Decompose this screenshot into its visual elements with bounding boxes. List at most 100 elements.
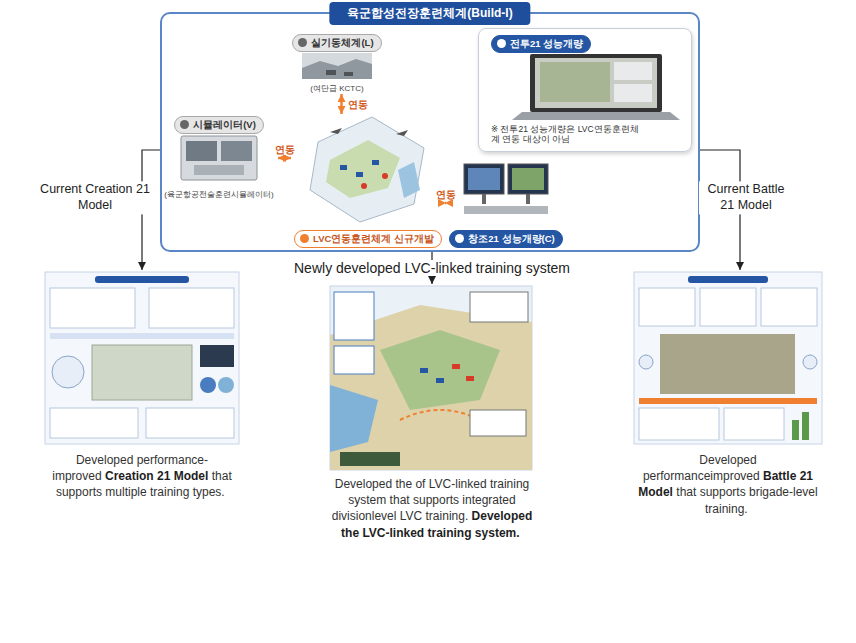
system-card: 전투21 성능개량 ※ 전투21 성능개량은 LVC연동훈련체계 연동 대상이 아…	[478, 28, 692, 152]
photo-content	[468, 168, 500, 190]
node-text: that supports brigade-level training.	[676, 485, 817, 515]
illustration-badge	[340, 452, 400, 466]
photo-screen	[464, 164, 504, 194]
infographic-block	[761, 288, 817, 326]
node-text: ※ 전투21 성능개량은 LVC연동훈련체계 연동 대상이 아님	[491, 124, 641, 145]
infographic-band	[639, 398, 817, 404]
photo-screen	[508, 164, 548, 194]
infographic-frame	[45, 272, 239, 444]
illustration-arrow	[400, 410, 480, 420]
infographic-block	[149, 288, 234, 328]
map-aircraft	[396, 130, 408, 136]
illustration-unit	[466, 376, 474, 381]
node-heading: 육군합성전장훈련체계(Build-I)	[329, 2, 530, 25]
flow-arrow	[142, 150, 160, 270]
map-sea	[398, 162, 420, 198]
infographic-photo	[660, 334, 795, 394]
image-card: Developed the of LVC-linked training sys…	[326, 284, 538, 569]
infographic-block	[639, 288, 695, 326]
infographic-header	[95, 276, 189, 283]
edge-label: 연동	[347, 99, 369, 110]
infographic-bar	[792, 420, 799, 440]
infographic-block	[724, 408, 784, 440]
photo-screen	[221, 141, 252, 161]
monitor-photo	[464, 164, 548, 214]
laptop-display	[535, 58, 657, 108]
field-photo	[302, 53, 372, 79]
infographic-circle	[803, 355, 817, 369]
map-unit	[340, 165, 347, 170]
node-text: (육군항공전술훈련시뮬레이터)	[164, 189, 273, 200]
infographic-block	[639, 408, 719, 440]
infographic-frame	[634, 272, 822, 444]
infographic-header	[688, 276, 768, 283]
node-text: (여단급 KCTC)	[310, 83, 363, 94]
laptop-panel	[614, 84, 652, 102]
photo-stand	[482, 194, 486, 204]
infographic-bar	[802, 412, 809, 440]
lvc-map	[310, 117, 424, 222]
illustration-frame	[330, 286, 532, 470]
illustration-box	[334, 346, 374, 374]
map-ground	[310, 117, 424, 222]
panel: 육군합성전장훈련체계(Build-I)실기동체계(L)(여단급 KCTC)시뮬레…	[160, 12, 700, 252]
illustration-unit	[452, 364, 460, 369]
edge-label: Current Creation 21 Model	[38, 181, 152, 214]
infographic-block	[146, 408, 234, 438]
image-card: Developed performance-improvedCreation 2…	[42, 270, 242, 510]
photo-frame	[181, 136, 257, 180]
map-unit	[372, 160, 379, 165]
illustration-box	[334, 292, 374, 340]
infographic-photo	[200, 345, 234, 367]
simulator-photo	[181, 136, 257, 180]
illustration-terrain	[380, 330, 500, 410]
photo-stand	[526, 194, 530, 204]
node-heading: 전투21 성능개량	[491, 35, 591, 53]
map-unit	[356, 172, 363, 177]
battle21-infographic	[634, 272, 822, 444]
illustration-box	[470, 292, 528, 322]
map-unit	[382, 173, 388, 179]
photo-screen	[186, 141, 217, 161]
photo-hills	[302, 59, 372, 79]
map-aircraft	[330, 128, 342, 134]
node-heading: 창조21 성능개량(C)	[449, 230, 562, 248]
infographic-circle	[52, 356, 84, 388]
node-heading: LVC연동훈련체계 신규개발	[294, 230, 442, 248]
flow-arrow	[700, 150, 740, 270]
photo-console	[194, 165, 244, 175]
laptop-screen	[530, 54, 662, 112]
photo-content	[512, 168, 544, 190]
creation21-infographic	[45, 272, 239, 444]
system-box: 실기동체계(L)(여단급 KCTC)	[282, 34, 392, 94]
illustration-sea	[330, 385, 378, 452]
photo-vehicle	[326, 70, 336, 75]
laptop-map	[540, 62, 610, 102]
edge-label: 연동	[435, 189, 457, 200]
node-heading: 시뮬레이터(V)	[174, 116, 264, 134]
system-box: 시뮬레이터(V) (육군항공전술훈련시뮬레이터)	[160, 116, 278, 200]
illustration-box	[470, 410, 526, 436]
image-card: Developed performanceimprovedBattle 21 M…	[630, 270, 826, 517]
system-box: LVC연동훈련체계 신규개발	[291, 114, 445, 248]
edge-label: Newly developed LVC-linked training syst…	[291, 260, 573, 276]
infographic-pie	[200, 377, 216, 393]
photo-vehicle	[344, 72, 353, 76]
infographic-band	[50, 333, 234, 339]
edge-label: 연동	[274, 144, 296, 155]
system-box: 창조21 성능개량(C)	[446, 158, 566, 248]
infographic-block	[50, 408, 138, 438]
map-unit	[361, 183, 367, 189]
map-terrain	[326, 140, 400, 198]
link-arrow	[340, 94, 343, 114]
infographic-circle	[639, 355, 653, 369]
laptop-photo	[512, 54, 680, 120]
link-arrow	[445, 202, 446, 205]
flow-arrow	[431, 252, 432, 284]
infographic-block	[700, 288, 756, 326]
